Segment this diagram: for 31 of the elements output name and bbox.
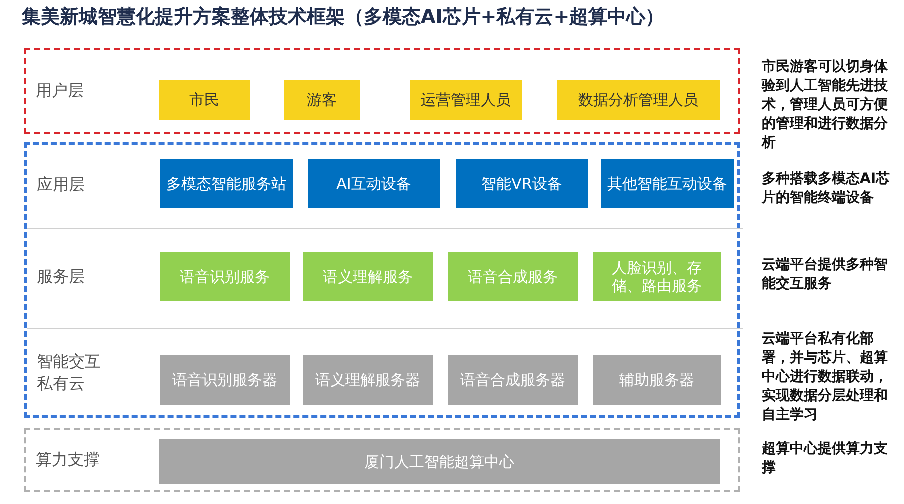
description-text: 超算中心提供算力支撑	[762, 440, 889, 478]
center-box: 厦门人工智能超算中心	[159, 439, 720, 484]
user-layer-band	[24, 48, 740, 134]
device-box: 智能VR设备	[456, 159, 588, 208]
server-box: 语音识别服务器	[160, 355, 290, 405]
layer-label: 用户层	[36, 80, 84, 102]
layer-label: 智能交互私有云	[37, 351, 102, 395]
description-text: 云端平台私有化部署，并与芯片、超算中心进行数据联动，实现数据分层处理和自主学习	[762, 330, 889, 425]
device-box: 其他智能互动设备	[601, 159, 734, 208]
service-box: 人脸识别、存储、路由服务	[593, 252, 721, 301]
server-box: 语义理解服务器	[303, 355, 433, 405]
role-box: 运营管理人员	[410, 80, 522, 120]
role-box: 市民	[159, 80, 250, 120]
layer-label: 应用层	[37, 174, 85, 196]
device-box: AI互动设备	[308, 159, 440, 208]
layer-label: 算力支撑	[36, 449, 100, 471]
role-box: 数据分析管理人员	[557, 80, 720, 120]
device-box: 多模态智能服务站	[160, 159, 293, 208]
dashed-group-frame	[24, 142, 740, 418]
description-text: 云端平台提供多种智能交互服务	[762, 256, 889, 294]
role-box: 游客	[284, 80, 360, 120]
service-box: 语音识别服务	[160, 252, 290, 301]
server-box: 语音合成服务器	[448, 355, 578, 405]
server-box: 辅助服务器	[593, 355, 721, 405]
service-box: 语音合成服务	[448, 252, 578, 301]
diagram-title: 集美新城智慧化提升方案整体技术框架（多模态AI芯片+私有云+超算中心）	[22, 5, 665, 30]
description-text: 市民游客可以切身体验到人工智能先进技术，管理人员可方便的管理和进行数据分析	[762, 58, 889, 153]
layer-label: 服务层	[37, 266, 85, 288]
service-box: 语义理解服务	[303, 252, 433, 301]
compute-layer-band	[24, 428, 740, 492]
description-text: 多种搭载多模态AI芯片的智能终端设备	[762, 170, 892, 208]
